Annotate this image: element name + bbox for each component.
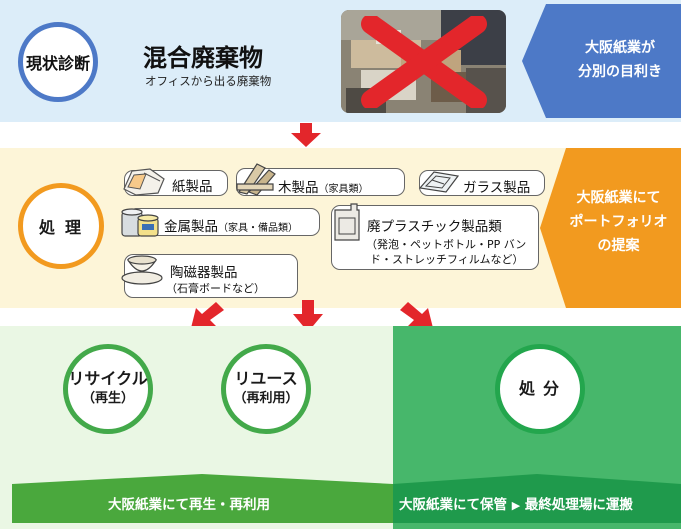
wood-icon xyxy=(236,163,276,196)
reuse-footer-text: 大阪紙業にて再生・再利用 xyxy=(108,497,270,513)
diagnosis-callout-line2: 分別の目利き xyxy=(578,64,662,80)
down-arrow-icon xyxy=(291,123,321,147)
recycle-label: リサイクル xyxy=(68,369,148,388)
reuse-footer-banner xyxy=(12,474,393,523)
processing-callout: 大阪紙業にて ポートフォリオ の提案 xyxy=(556,186,681,258)
paper-icon xyxy=(123,168,165,196)
recycle-sub-label: （再生） xyxy=(81,391,134,406)
processing-callout-line1: 大阪紙業にて xyxy=(576,190,661,206)
disposal-label: 処分 xyxy=(518,379,567,398)
wood-label: 木製品（家具類） xyxy=(278,176,369,196)
down-left-arrow-icon xyxy=(190,302,224,332)
mixed-waste-title: 混合廃棄物 xyxy=(143,44,263,72)
cross-mark-icon xyxy=(361,16,487,108)
processing-circle: 処理 xyxy=(18,183,104,269)
glass-label: ガラス製品 xyxy=(463,180,531,196)
play-arrow-icon: ▶ xyxy=(511,499,521,512)
reuse-circle: リユース （再利用） xyxy=(221,344,311,434)
plastic-label: 廃プラスチック製品類 xyxy=(367,219,502,235)
diagnosis-callout-chevron xyxy=(522,4,681,118)
metal-item xyxy=(128,208,320,236)
wood-note: （家具類） xyxy=(318,184,369,195)
processing-callout-chevron xyxy=(540,148,681,308)
ceramic-label: 陶磁器製品 xyxy=(170,265,238,281)
processing-circle-label: 処理 xyxy=(38,218,91,237)
disposal-footer-transport: 最終処理場に運搬 xyxy=(524,497,633,513)
disposal-footer-store: 大阪紙業にて保管 xyxy=(399,497,507,513)
plastic-item xyxy=(331,205,539,270)
processing-callout-line3: の提案 xyxy=(597,238,640,254)
glass-icon xyxy=(418,171,460,193)
reuse-label: リユース xyxy=(234,369,298,388)
reuse-sub-label: （再利用） xyxy=(233,391,299,406)
paper-label: 紙製品 xyxy=(172,179,213,195)
ceramic-bowl-icon xyxy=(121,255,163,285)
diagnosis-circle-label: 現状診断 xyxy=(25,54,90,73)
disposal-circle: 処分 xyxy=(495,344,585,434)
recycle-circle: リサイクル （再生） xyxy=(63,344,153,434)
metal-can-icon xyxy=(121,208,159,237)
diagnosis-callout: 大阪紙業が 分別の目利き xyxy=(560,36,680,84)
metal-note: （家具・備品類） xyxy=(218,223,298,234)
down-arrow-icon xyxy=(293,300,323,332)
diagnosis-circle: 現状診断 xyxy=(18,22,98,102)
office-waste-photo xyxy=(341,10,506,113)
processing-callout-line2: ポートフォリオ xyxy=(569,214,668,230)
down-right-arrow-icon xyxy=(400,302,434,332)
mixed-waste-subtitle: オフィスから出る廃棄物 xyxy=(145,74,272,88)
ceramic-note: （石膏ボードなど） xyxy=(166,282,265,295)
plastic-note-line2: ド・ストレッチフィルムなど） xyxy=(370,253,524,266)
diagnosis-callout-line1: 大阪紙業が xyxy=(585,40,655,56)
plastic-tank-icon xyxy=(334,203,360,241)
wood-name: 木製品 xyxy=(278,180,319,196)
plastic-note-line1: （発泡・ペットボトル・PP バン xyxy=(366,238,527,251)
metal-name: 金属製品 xyxy=(164,219,218,235)
metal-label: 金属製品（家具・備品類） xyxy=(164,215,298,235)
disposal-footer-banner xyxy=(393,474,681,523)
disposal-footer-text: 大阪紙業にて保管 ▶ 最終処理場に運搬 xyxy=(399,493,633,513)
